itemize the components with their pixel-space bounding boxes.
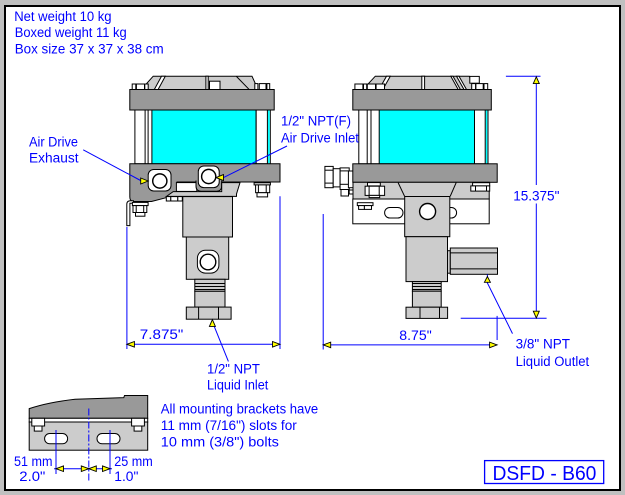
svg-text:51 mm: 51 mm bbox=[14, 454, 53, 469]
svg-text:7.875": 7.875" bbox=[140, 326, 184, 342]
svg-text:Liquid Inlet: Liquid Inlet bbox=[207, 378, 269, 393]
svg-text:Boxed weight 11 kg: Boxed weight 11 kg bbox=[15, 25, 127, 40]
svg-text:Exhaust: Exhaust bbox=[29, 151, 79, 166]
svg-text:Liquid Outlet: Liquid Outlet bbox=[516, 354, 590, 369]
svg-text:1/2" NPT(F): 1/2" NPT(F) bbox=[281, 113, 351, 128]
svg-text:11 mm (7/16") slots for: 11 mm (7/16") slots for bbox=[161, 418, 297, 433]
svg-text:All mounting brackets have: All mounting brackets have bbox=[161, 402, 318, 417]
svg-text:Air Drive: Air Drive bbox=[29, 135, 78, 150]
svg-text:Net weight 10 kg: Net weight 10 kg bbox=[14, 9, 111, 24]
svg-text:10 mm (3/8") bolts: 10 mm (3/8") bolts bbox=[161, 435, 279, 450]
svg-text:1.0": 1.0" bbox=[114, 469, 138, 484]
svg-text:8.75": 8.75" bbox=[399, 327, 431, 343]
svg-text:1/2" NPT: 1/2" NPT bbox=[207, 362, 260, 377]
svg-text:3/8" NPT: 3/8" NPT bbox=[516, 336, 570, 351]
svg-text:2.0": 2.0" bbox=[19, 469, 45, 484]
svg-text:Air Drive Inlet: Air Drive Inlet bbox=[281, 131, 359, 146]
svg-text:DSFD - B60: DSFD - B60 bbox=[493, 462, 597, 485]
svg-text:15.375": 15.375" bbox=[513, 187, 559, 203]
svg-text:25 mm: 25 mm bbox=[114, 454, 153, 469]
svg-text:Box size 37 x 37 x 38 cm: Box size 37 x 37 x 38 cm bbox=[15, 41, 164, 56]
